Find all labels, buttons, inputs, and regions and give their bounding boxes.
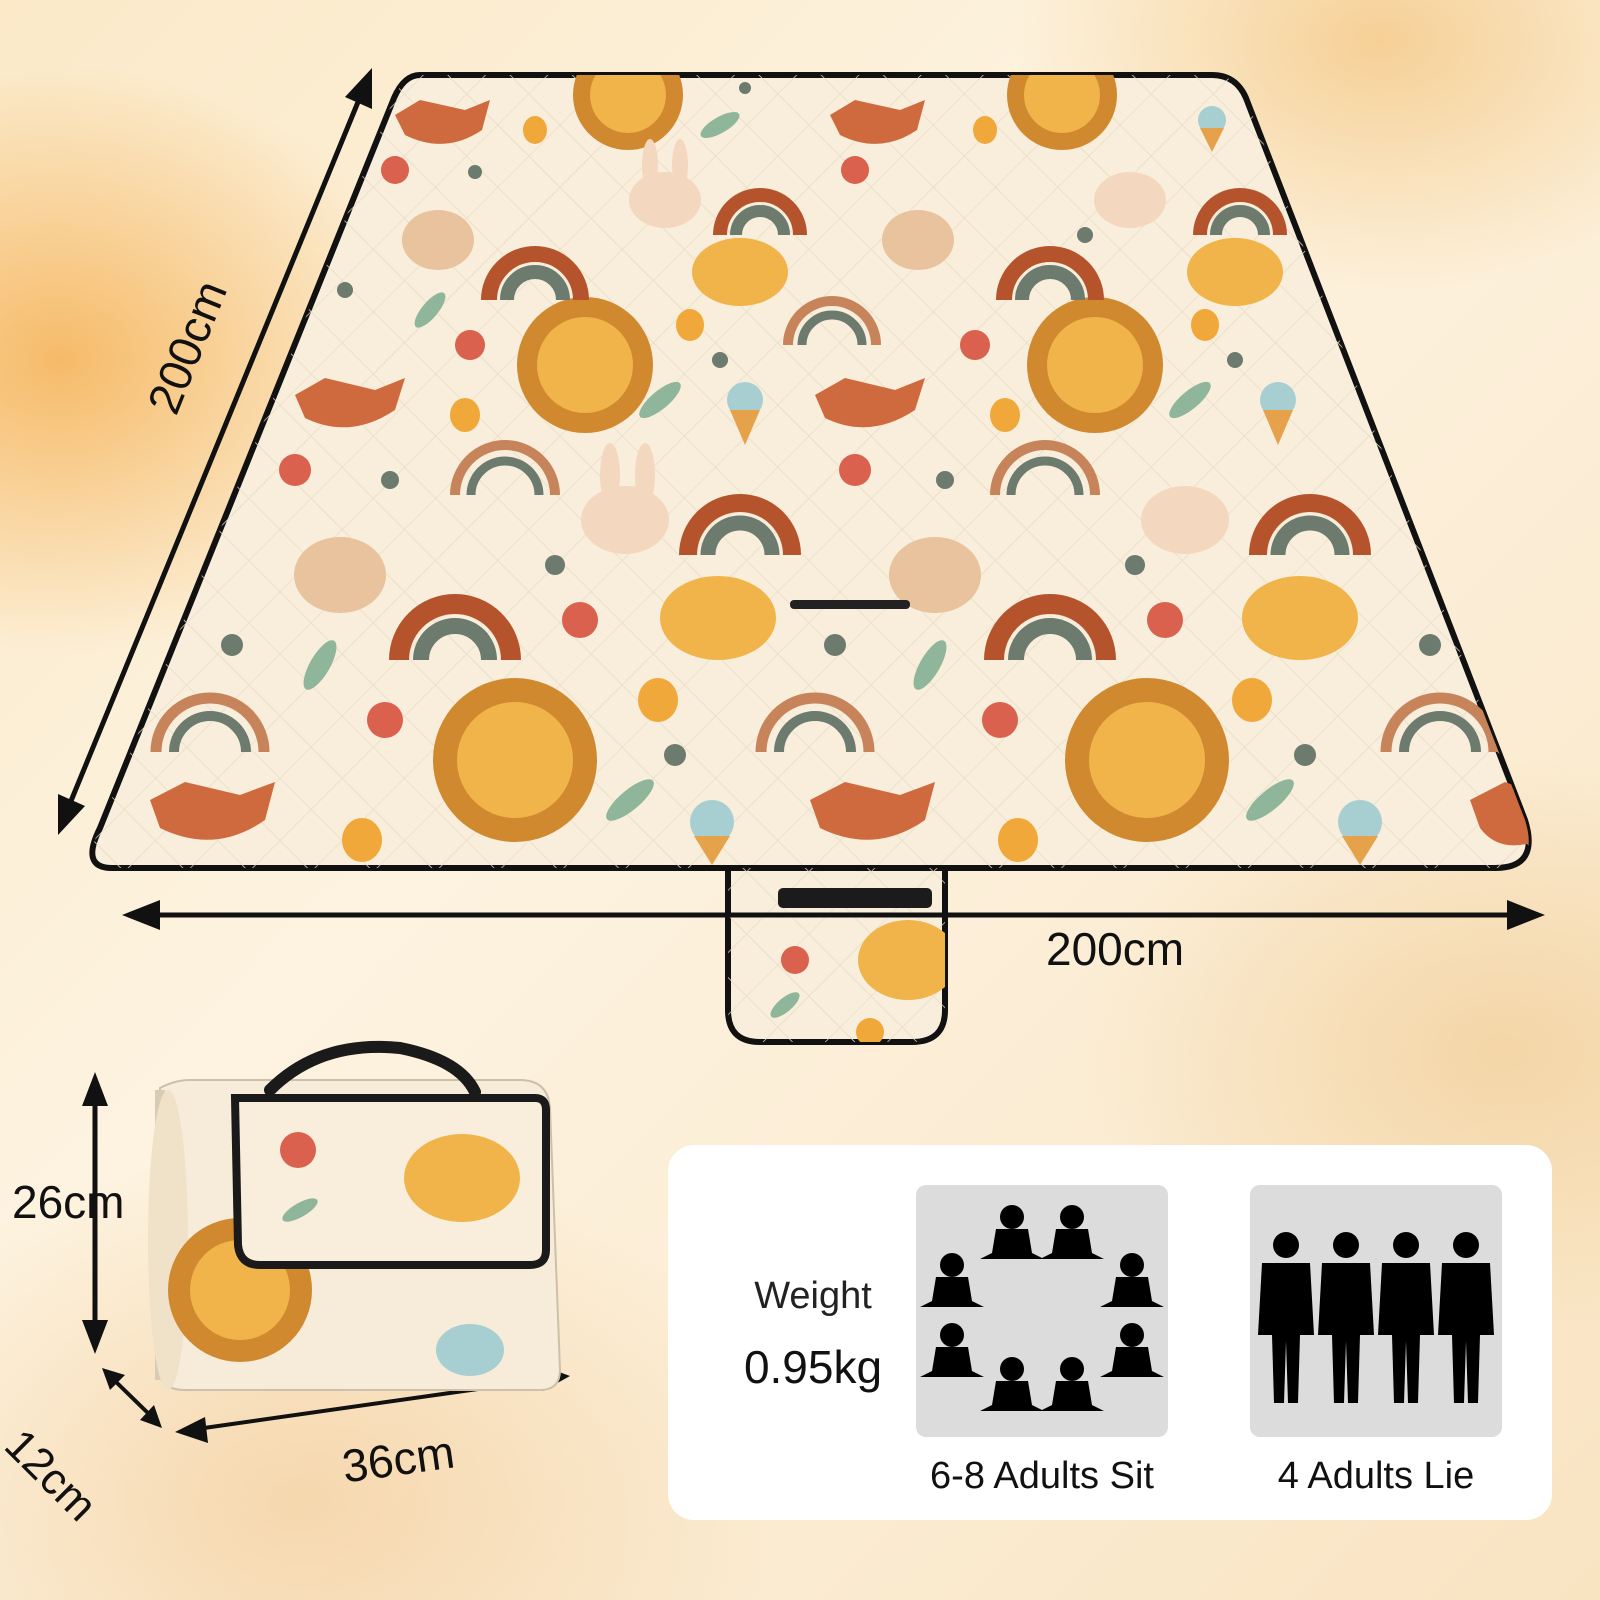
weight-block: Weight 0.95kg: [708, 1275, 918, 1394]
sit-capacity-caption: 6-8 Adults Sit: [930, 1455, 1154, 1497]
deer-motif: [294, 210, 981, 613]
bunny-motif: [581, 139, 1229, 554]
weight-label: Weight: [754, 1275, 872, 1317]
lion-motif: [433, 75, 1229, 842]
lemon-motif: [342, 116, 1272, 862]
lying-capacity-card: [1250, 1185, 1502, 1437]
leaf-motif: [303, 112, 1294, 821]
sitting-people-icon: [920, 1205, 1164, 1411]
lie-capacity-caption: 4 Adults Lie: [1277, 1455, 1475, 1497]
spec-panel: Weight 0.95kg: [668, 1145, 1552, 1520]
carry-handle: [264, 1040, 481, 1098]
daisy-motif: [221, 82, 1441, 766]
flower-motif: [279, 156, 1183, 738]
weight-value: 0.95kg: [743, 1341, 883, 1393]
rolled-mat: [148, 1040, 562, 1391]
cat-motif: [660, 238, 1358, 660]
roll-height-label: 26cm: [12, 1176, 125, 1228]
rainbow-motif: [150, 188, 1500, 753]
lying-people-icon: [1258, 1232, 1494, 1403]
mat-width-label: 200cm: [1046, 923, 1185, 975]
flap-handle: [778, 888, 932, 908]
mat-strap: [790, 600, 910, 609]
mat-pattern: [92, 75, 1529, 868]
icecream-motif: [690, 106, 1382, 865]
sitting-capacity-card: [916, 1185, 1168, 1437]
